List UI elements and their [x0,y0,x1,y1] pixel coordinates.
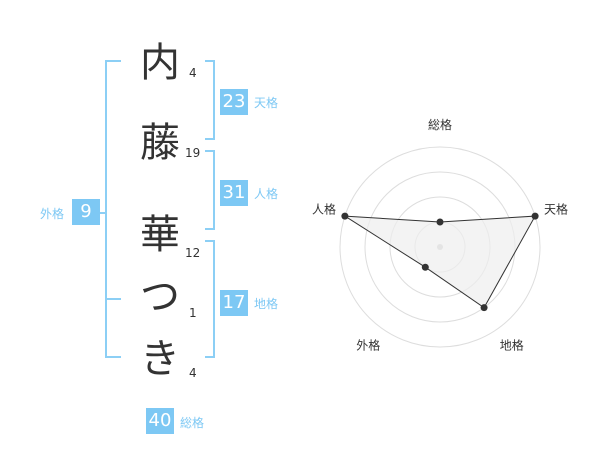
stroke-count-3: 12 [185,246,201,260]
name-char-4: つ [140,274,180,320]
radar-axis-label-1: 総格 [428,117,452,132]
radar-point-1 [436,218,444,226]
name-char-2: 藤 [140,120,180,166]
name-char-1: 内 [140,40,180,86]
tenkaku-label: 天格 [254,96,279,110]
radar-series-polygon [344,215,536,309]
radar-axis-label-4: 外格 [356,338,380,353]
chikaku-label: 地格 [254,297,279,311]
radar-point-3 [480,304,488,312]
stroke-count-2: 19 [185,146,201,160]
name-char-5: き [140,336,180,382]
gaikaku-label: 外格 [40,207,65,221]
tenkaku-value: 23 [220,89,248,115]
stroke-count-5: 4 [189,366,197,380]
stroke-count-4: 1 [189,306,197,320]
radar-axis-label-3: 地格 [500,338,524,353]
radar-point-5 [341,212,349,220]
jinkaku-value: 31 [220,180,248,206]
gaikaku-value: 9 [72,199,100,225]
radar-point-2 [531,212,539,220]
chikaku-value: 17 [220,290,248,316]
name-char-3: 華 [140,212,180,258]
soukaku-label: 総格 [180,416,205,430]
radar-axis-label-5: 人格 [312,201,336,216]
soukaku-value: 40 [146,408,174,434]
stroke-count-1: 4 [189,66,197,80]
radar-ring-4 [339,146,541,348]
radar-point-4 [421,263,429,271]
jinkaku-label: 人格 [254,187,279,201]
radar-axis-label-2: 天格 [544,201,568,216]
